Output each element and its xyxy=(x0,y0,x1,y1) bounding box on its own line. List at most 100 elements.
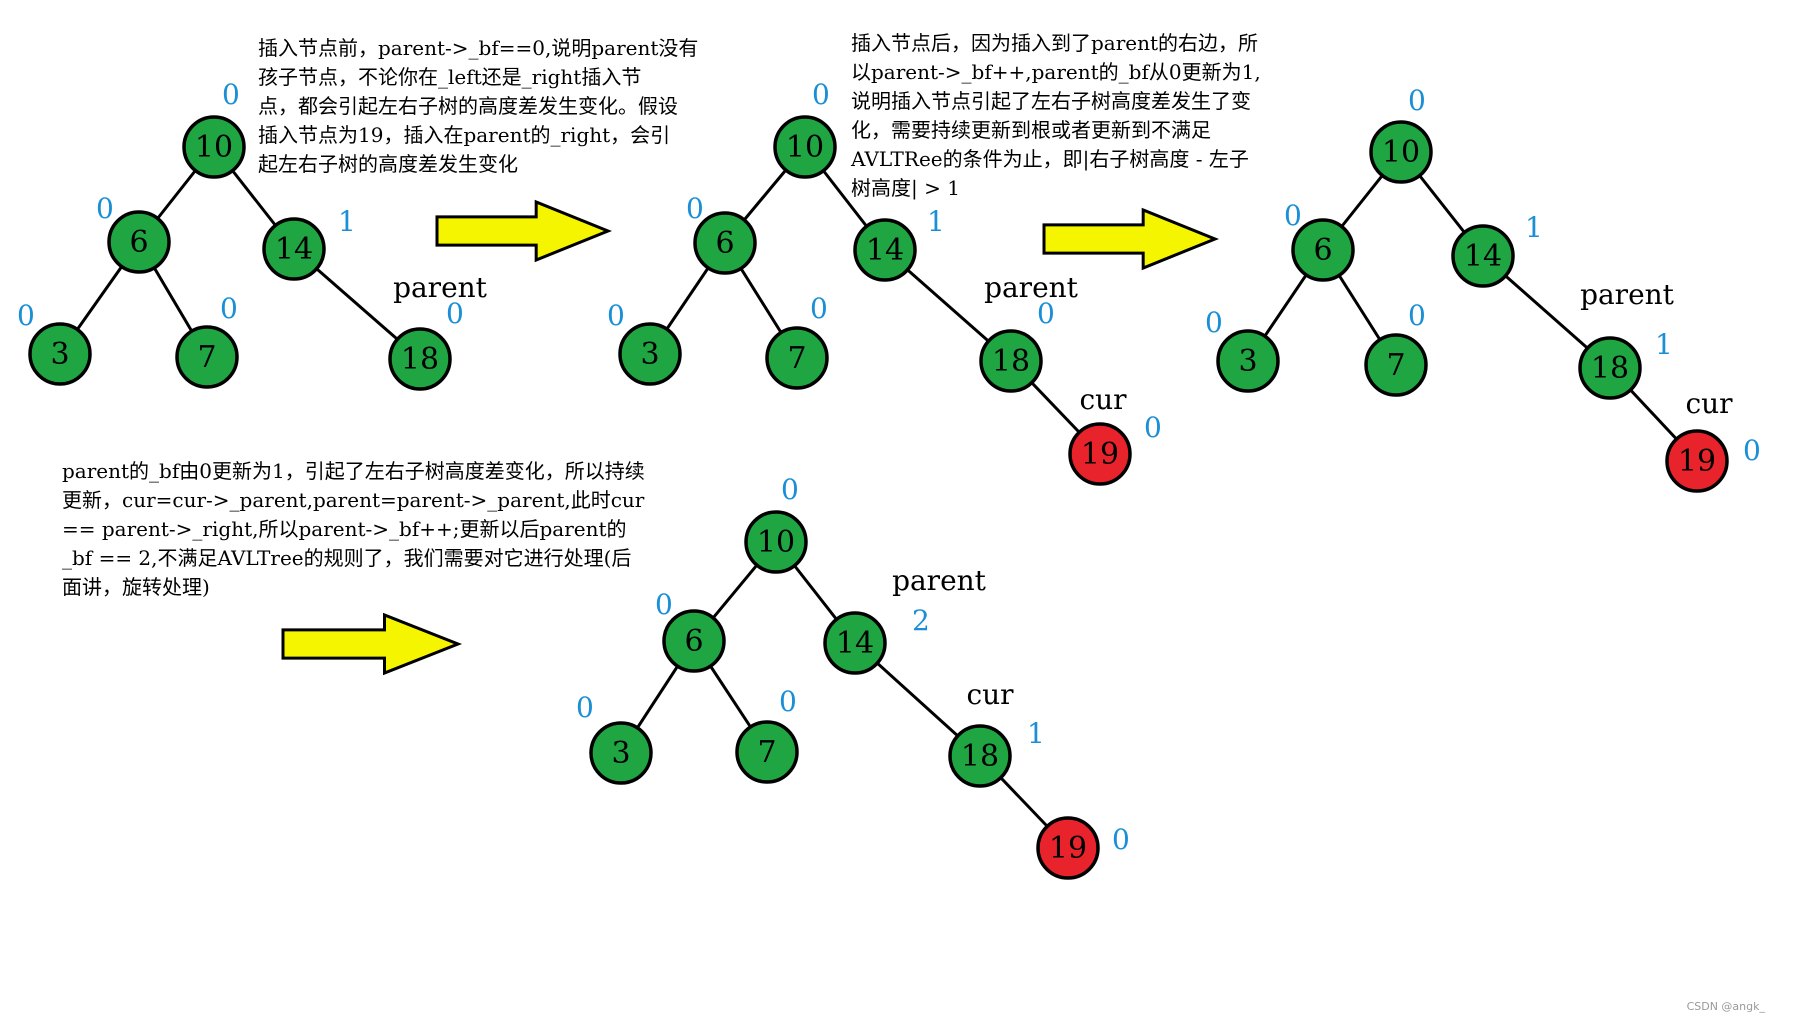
bf-label-6: 0 xyxy=(1284,199,1302,232)
node-key-6: 6 xyxy=(1313,233,1332,268)
node-key-10: 10 xyxy=(1382,135,1420,170)
node-key-19: 19 xyxy=(1049,831,1087,866)
node-7 xyxy=(1364,333,1428,397)
bf-label-19: 0 xyxy=(1144,411,1162,444)
bf-label-7: 0 xyxy=(220,292,238,325)
bf-label-14: 1 xyxy=(338,205,356,238)
node-key-3: 3 xyxy=(1238,344,1257,379)
node-18 xyxy=(948,724,1012,788)
bf-label-10: 0 xyxy=(781,473,799,506)
node-19 xyxy=(1036,816,1100,880)
node-7 xyxy=(735,720,799,784)
arrow-step-1 xyxy=(435,199,613,263)
node-key-3: 3 xyxy=(50,337,69,372)
node-7 xyxy=(175,325,239,389)
bf-label-18: 1 xyxy=(1655,328,1673,361)
node-key-7: 7 xyxy=(757,735,776,770)
bf-label-7: 0 xyxy=(1408,299,1426,332)
node-6 xyxy=(107,210,171,274)
bf-label-10: 0 xyxy=(222,78,240,111)
parent-label: parent xyxy=(393,271,488,304)
node-key-6: 6 xyxy=(129,225,148,260)
node-key-18: 18 xyxy=(1591,351,1629,386)
node-key-3: 3 xyxy=(611,736,630,771)
parent-label: parent xyxy=(984,271,1079,304)
bf-label-10: 0 xyxy=(1408,84,1426,117)
bf-label-3: 0 xyxy=(607,299,625,332)
node-6 xyxy=(693,211,757,275)
bf-label-19: 0 xyxy=(1743,434,1761,467)
bf-label-3: 0 xyxy=(17,299,35,332)
cur-label: cur xyxy=(1079,383,1127,416)
bf-label-18: 1 xyxy=(1027,717,1045,750)
bf-label-14: 1 xyxy=(1525,211,1543,244)
node-18 xyxy=(979,329,1043,393)
parent-label: parent xyxy=(1580,278,1675,311)
bf-label-18: 0 xyxy=(1037,297,1055,330)
node-6 xyxy=(662,609,726,673)
node-key-19: 19 xyxy=(1678,444,1716,479)
node-19 xyxy=(1665,429,1729,493)
node-14 xyxy=(262,217,326,281)
node-key-18: 18 xyxy=(992,344,1030,379)
node-key-7: 7 xyxy=(197,340,216,375)
caption-before-insert: 插入节点前，parent->_bf==0,说明parent没有 孩子节点，不论你… xyxy=(258,36,699,176)
bf-label-3: 0 xyxy=(576,691,594,724)
node-key-3: 3 xyxy=(640,337,659,372)
node-key-10: 10 xyxy=(195,130,233,165)
node-10 xyxy=(182,115,246,179)
node-key-6: 6 xyxy=(715,226,734,261)
node-key-14: 14 xyxy=(866,233,904,268)
node-3 xyxy=(589,721,653,785)
node-10 xyxy=(1369,120,1433,184)
node-14 xyxy=(1451,224,1515,288)
node-6 xyxy=(1291,218,1355,282)
node-18 xyxy=(1578,336,1642,400)
node-10 xyxy=(773,115,837,179)
bf-label-14: 2 xyxy=(912,604,930,637)
arrow-step-3 xyxy=(281,612,463,676)
bf-label-6: 0 xyxy=(96,192,114,225)
bf-label-18: 0 xyxy=(446,297,464,330)
watermark: CSDN @angk_ xyxy=(1686,1000,1765,1013)
node-14 xyxy=(853,218,917,282)
caption-continue-update: parent的_bf由0更新为1，引起了左右子树高度差变化，所以持续 更新，cu… xyxy=(62,459,645,599)
node-3 xyxy=(1216,329,1280,393)
bf-label-7: 0 xyxy=(810,292,828,325)
node-key-7: 7 xyxy=(787,341,806,376)
node-key-19: 19 xyxy=(1081,437,1119,472)
node-19 xyxy=(1068,422,1132,486)
node-10 xyxy=(744,510,808,574)
node-7 xyxy=(765,326,829,390)
bf-label-3: 0 xyxy=(1205,306,1223,339)
node-key-14: 14 xyxy=(836,626,874,661)
node-3 xyxy=(28,322,92,386)
node-key-18: 18 xyxy=(401,342,439,377)
bf-label-6: 0 xyxy=(686,192,704,225)
bf-label-6: 0 xyxy=(655,588,673,621)
node-3 xyxy=(618,322,682,386)
node-key-10: 10 xyxy=(757,525,795,560)
cur-label: cur xyxy=(1685,387,1733,420)
node-key-10: 10 xyxy=(786,130,824,165)
node-key-18: 18 xyxy=(961,739,999,774)
bf-label-10: 0 xyxy=(812,78,830,111)
arrow-step-2 xyxy=(1042,207,1220,271)
node-key-6: 6 xyxy=(684,624,703,659)
node-key-7: 7 xyxy=(1386,348,1405,383)
node-key-14: 14 xyxy=(275,232,313,267)
parent-label: parent xyxy=(892,564,987,597)
cur-label: cur xyxy=(966,678,1014,711)
node-14 xyxy=(823,611,887,675)
caption-after-insert: 插入节点后，因为插入到了parent的右边，所 以parent->_bf++,p… xyxy=(851,31,1261,200)
bf-label-19: 0 xyxy=(1112,823,1130,856)
bf-label-14: 1 xyxy=(927,205,945,238)
node-key-14: 14 xyxy=(1464,239,1502,274)
node-18 xyxy=(388,327,452,391)
